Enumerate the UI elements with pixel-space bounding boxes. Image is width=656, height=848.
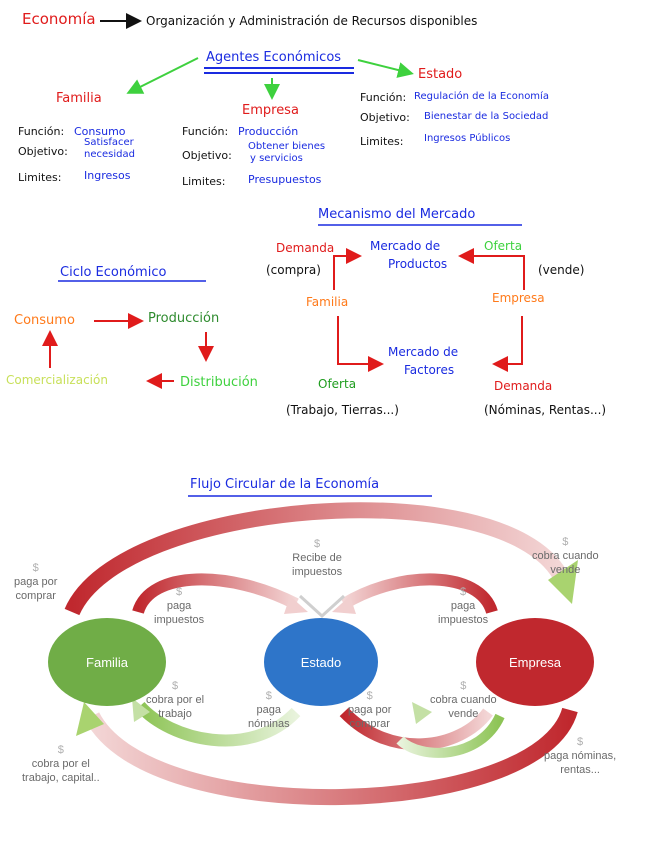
empresa-funcion: Producción [238, 125, 299, 138]
empresa-limites-label: Limites: [182, 175, 226, 188]
arc-familia-estado-head [284, 596, 308, 614]
estado-objetivo: Bienestar de la Sociedad [424, 111, 549, 122]
arc-top-outer-head [548, 560, 578, 604]
node-estado-label: Estado [300, 654, 342, 670]
economia-definition: Organización y Administración de Recurso… [146, 14, 478, 28]
node-estado: Estado [264, 618, 378, 706]
arrow-to-familia [126, 57, 199, 94]
arc-bottom-outer [84, 707, 578, 805]
arc-familia-estado [132, 573, 299, 615]
arrow-empresa-factores [492, 316, 523, 372]
estado-funcion-label: Función: [360, 91, 407, 104]
arrow-empresa-productos [458, 248, 525, 290]
mercado-factores-1: Mercado de [388, 345, 459, 359]
arrow-familia-productos [333, 248, 362, 290]
mercado-oferta-bottom: Oferta [318, 377, 357, 391]
arrow-to-estado [357, 59, 414, 78]
arrow-familia-factores [337, 316, 384, 372]
arc-empresa-estado [340, 573, 498, 615]
estado-funcion: Regulación de la Economía [414, 91, 549, 102]
mercado-nominas: (Nóminas, Rentas...) [484, 403, 607, 417]
label-paga-nominas-rentas: $paga nóminas,rentas... [544, 736, 617, 776]
mercado-title: Mecanismo del Mercado [318, 207, 476, 222]
estado-heading: Estado [418, 67, 463, 82]
estado-limites-label: Limites: [360, 135, 404, 148]
mercado-productos-2: Productos [388, 257, 448, 271]
estado-objetivo-label: Objetivo: [360, 111, 410, 124]
flujo-title: Flujo Circular de la Economía [190, 477, 380, 492]
arc-estado-familia [135, 701, 301, 747]
estado-limites: Ingresos Públicos [424, 133, 511, 144]
empresa-objetivo-1: Obtener bienes [248, 141, 326, 152]
mercado-vende: (vende) [538, 263, 585, 277]
familia-limites-label: Limites: [18, 171, 62, 184]
arc-estado-familia-head [132, 698, 150, 722]
empresa-objetivo-label: Objetivo: [182, 149, 232, 162]
ciclo-distribucion: Distribución [180, 375, 258, 390]
mercado-compra: (compra) [266, 263, 321, 277]
empresa-funcion-label: Función: [182, 125, 229, 138]
empresa-objetivo-2: y servicios [250, 153, 303, 164]
familia-funcion-label: Función: [18, 125, 65, 138]
agentes-title: Agentes Económicos [206, 50, 342, 65]
empresa-limites: Presupuestos [248, 173, 322, 186]
mercado-productos-1: Mercado de [370, 239, 441, 253]
node-familia-label: Familia [86, 654, 128, 670]
empresa-heading: Empresa [242, 103, 299, 118]
familia-heading: Familia [56, 91, 102, 106]
familia-objetivo-1: Satisfacer [84, 137, 134, 148]
arc-bottom-outer-head [76, 702, 104, 736]
economia-title: Economía [22, 10, 96, 28]
mercado-empresa: Empresa [492, 291, 545, 305]
mercado-demanda-top: Demanda [276, 241, 335, 255]
arc-estado-empresa [339, 707, 493, 751]
arc-top-outer [64, 502, 567, 616]
ciclo-title: Ciclo Económico [60, 265, 167, 280]
ciclo-consumo: Consumo [14, 313, 75, 328]
mercado-demanda-bottom: Demanda [494, 379, 553, 393]
node-familia: Familia [48, 618, 166, 706]
arc-empresa-estado-bottom [396, 713, 505, 758]
familia-funcion: Consumo [74, 125, 126, 138]
mercado-familia: Familia [306, 295, 349, 309]
node-empresa: Empresa [476, 618, 594, 706]
arc-empresa-green-head [412, 702, 432, 724]
recibe-impuestos-arrows [298, 594, 346, 619]
mercado-oferta-top: Oferta [484, 239, 523, 253]
familia-objetivo-2: necesidad [84, 149, 135, 160]
ciclo-comercializacion: Comercialización [6, 373, 108, 387]
arc-empresa-estado-head [332, 596, 356, 614]
node-empresa-label: Empresa [508, 654, 562, 670]
ciclo-produccion: Producción [148, 311, 220, 326]
mercado-factores-2: Factores [404, 363, 455, 377]
familia-objetivo-label: Objetivo: [18, 145, 68, 158]
familia-limites: Ingresos [84, 169, 131, 182]
mercado-trabajo: (Trabajo, Tierras...) [286, 403, 399, 417]
